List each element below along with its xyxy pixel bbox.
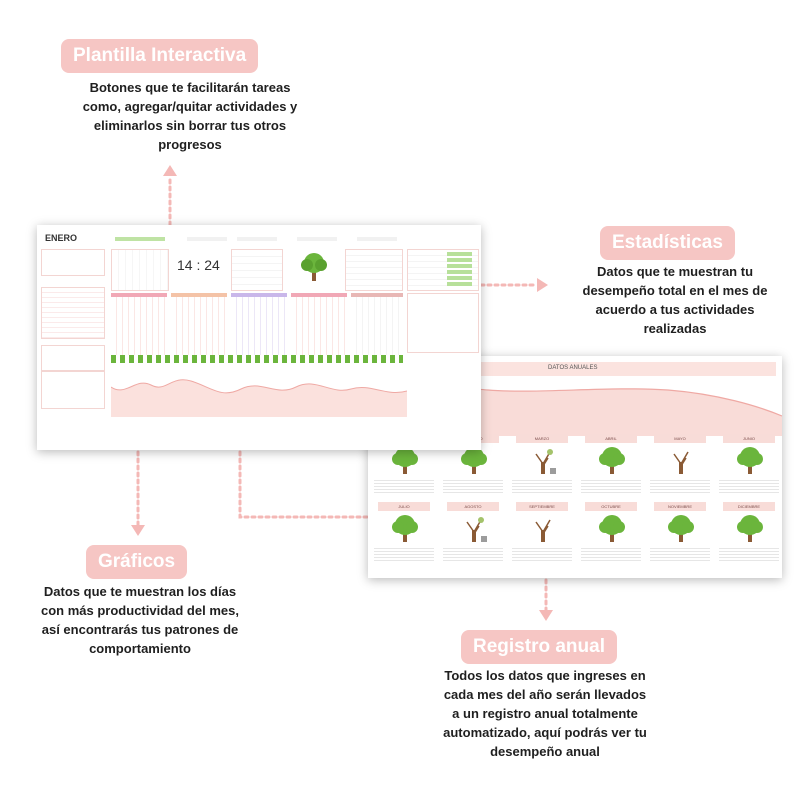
description-line: desempeño anual <box>490 744 600 759</box>
month-tree-icon <box>466 517 487 542</box>
annual-title: DATOS ANUALES <box>548 365 598 371</box>
month-tab: DICIEMBRE <box>723 502 775 511</box>
registro-anual-title: Registro anual <box>461 630 617 664</box>
month-stats-table <box>581 478 641 494</box>
month-stats-table <box>443 478 503 494</box>
month-stats-table <box>512 478 572 494</box>
month-tab: MAYO <box>654 434 706 443</box>
checklist-panel <box>231 249 283 291</box>
description-line: realizadas <box>643 321 707 336</box>
kpi-bar <box>115 237 165 241</box>
month-stats-table <box>650 478 710 494</box>
graficos-description: Datos que te muestran los días con más p… <box>20 582 260 658</box>
month-stats-table <box>374 478 434 494</box>
kpi-bar <box>297 237 337 241</box>
kpi-bar <box>357 237 397 241</box>
month-tree-icon <box>599 515 625 542</box>
month-tree-icon <box>535 449 556 474</box>
calendar-panel <box>111 249 169 291</box>
week-table <box>231 293 287 357</box>
month-tab: JUNIO <box>723 434 775 443</box>
registro-anual-description: Todos los datos que ingreses en cada mes… <box>405 666 685 761</box>
clock-display: 14 : 24 <box>177 257 220 273</box>
month-tree-icon <box>737 447 763 474</box>
plantilla-interactiva-title: Plantilla Interactiva <box>61 39 259 73</box>
stats-green-column <box>447 252 472 286</box>
activity-list <box>345 249 403 291</box>
estadisticas-description: Datos que te muestran tu desempeño total… <box>560 262 790 338</box>
month-tree-icon <box>392 515 418 542</box>
description-line: cada mes del año serán llevados <box>443 687 647 702</box>
kpi-bar <box>237 237 277 241</box>
month-tree-icon <box>668 515 694 542</box>
month-tree-icon <box>461 447 487 474</box>
description-line: como, agregar/quitar actividades y <box>82 99 298 114</box>
month-tab: ABRIL <box>585 434 637 443</box>
description-line: eliminarlos sin borrar tus otros <box>93 118 287 133</box>
week-table <box>291 293 347 357</box>
month-tab: NOVIEMBRE <box>654 502 706 511</box>
goals-panel <box>41 371 105 409</box>
week-table <box>111 293 167 357</box>
description-line: Todos los datos que ingreses en <box>444 668 646 683</box>
annual-title-bar <box>476 362 776 376</box>
description-line: Botones que te facilitarán tareas <box>89 80 291 95</box>
kpi-bar <box>187 237 227 241</box>
monthly-dashboard-screenshot: ENERO 14 : 24 <box>37 225 481 450</box>
description-line: así encontrarás tus patrones de <box>41 622 239 637</box>
month-tab: SEPTIEMBRE <box>516 502 568 511</box>
description-line: desempeño total en el mes de <box>582 283 768 298</box>
month-stats-table <box>719 478 779 494</box>
description-line: comportamiento <box>89 641 191 656</box>
month-tab: OCTUBRE <box>585 502 637 511</box>
mini-tree-row <box>111 355 403 363</box>
month-tab: JULIO <box>378 502 430 511</box>
productivity-tree-icon <box>301 253 327 281</box>
dates-panel <box>41 249 105 276</box>
daily-productivity-chart <box>111 379 407 417</box>
month-stats-table <box>581 546 641 562</box>
month-stats-table <box>650 546 710 562</box>
plantilla-interactiva-description: Botones que te facilitarán tareas como, … <box>40 78 340 154</box>
description-line: a un registro anual totalmente <box>452 706 638 721</box>
week-table <box>171 293 227 357</box>
month-tree-icon <box>673 451 689 474</box>
month-tree-icon <box>737 515 763 542</box>
month-stats-table <box>719 546 779 562</box>
month-tab: AGOSTO <box>447 502 499 511</box>
month-tab: MARZO <box>516 434 568 443</box>
description-line: con más productividad del mes, <box>41 603 239 618</box>
week-table <box>351 293 403 357</box>
month-title: ENERO <box>45 233 78 243</box>
month-tree-icon <box>392 447 418 474</box>
graficos-title: Gráficos <box>86 545 188 579</box>
reports-panel <box>41 345 105 371</box>
description-line: automatizado, aquí podrás ver tu <box>443 725 647 740</box>
progress-bars-panel <box>407 293 479 353</box>
month-tree-icon <box>535 519 551 542</box>
description-line: Datos que te muestran los días <box>43 584 237 599</box>
habits-panel <box>41 287 105 339</box>
description-line: progresos <box>158 137 222 152</box>
description-line: Datos que te muestran tu <box>596 264 754 279</box>
estadisticas-title: Estadísticas <box>600 226 735 260</box>
description-line: acuerdo a tus actividades <box>595 302 755 317</box>
month-stats-table <box>512 546 572 562</box>
month-tree-icon <box>599 447 625 474</box>
month-stats-table <box>443 546 503 562</box>
month-stats-table <box>374 546 434 562</box>
